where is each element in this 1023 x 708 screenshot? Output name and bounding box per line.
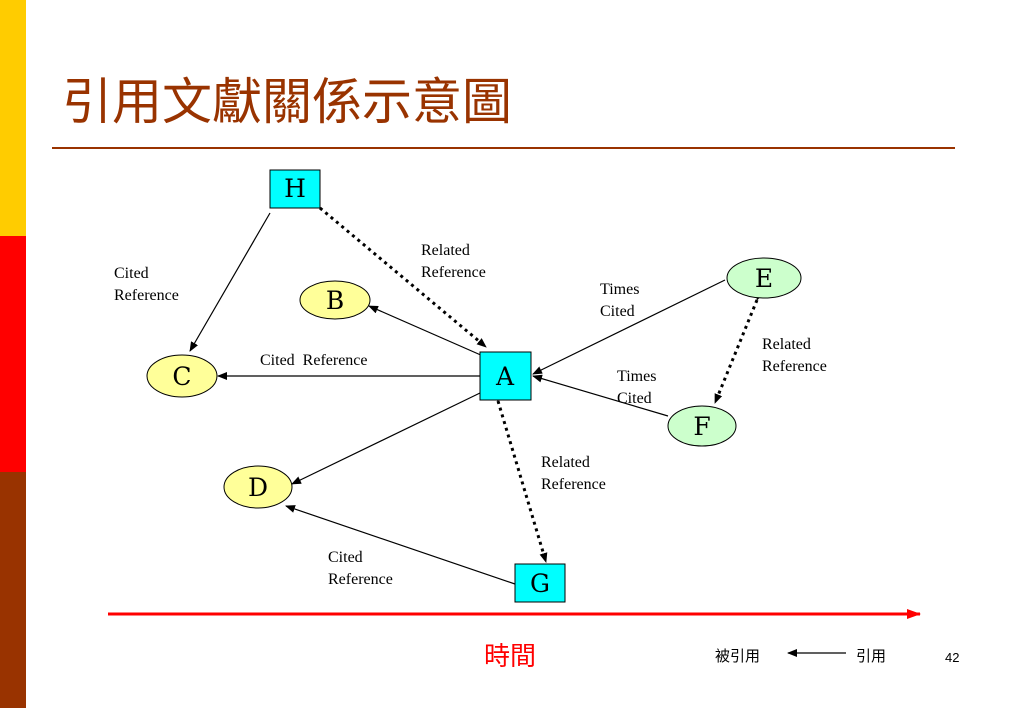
node-c-ellipse (146, 354, 218, 398)
label-e-f-line1: Related (762, 336, 811, 353)
node-d-ellipse (223, 465, 293, 509)
node-e-label: E (755, 264, 773, 293)
slide-title: 引用文獻關係示意圖 (62, 73, 512, 131)
edge-h-a-related (310, 199, 487, 349)
label-g-d-line1: Cited (328, 549, 363, 566)
edge-e-f-related (713, 290, 765, 404)
label-h-c-line2: Reference (114, 287, 179, 304)
label-a-g-line2: Reference (541, 476, 606, 493)
edge-a-g-related (491, 391, 548, 563)
label-e-a-line2: Cited (600, 303, 635, 320)
node-c-label: C (172, 362, 191, 391)
label-h-a-line1: Related (421, 242, 470, 259)
node-b-label: B (326, 286, 344, 315)
label-h-a-line2: Reference (421, 264, 486, 281)
node-b-ellipse (299, 280, 371, 320)
accent-bar-middle (0, 236, 26, 472)
label-g-d-line2: Reference (328, 571, 393, 588)
node-f-ellipse (667, 405, 737, 447)
node-f-label: F (693, 412, 710, 441)
label-f-a-line2: Cited (617, 390, 652, 407)
edge-e-a (532, 279, 726, 375)
node-d-label: D (248, 473, 268, 502)
label-e-f-line2: Reference (762, 358, 827, 375)
node-g-label: G (530, 569, 550, 598)
node-e-ellipse (726, 257, 802, 299)
node-a-box (479, 351, 532, 401)
legend-cited-by: 被引用 (715, 647, 761, 665)
node-h-box (269, 169, 321, 209)
page-number: 42 (945, 650, 960, 665)
title-divider (52, 147, 955, 149)
label-a-c: Cited Reference (260, 352, 368, 369)
edge-g-d (285, 505, 516, 585)
edge-h-c (189, 212, 271, 352)
node-g-box (514, 563, 566, 603)
edge-a-d (291, 392, 481, 485)
node-h-label: H (284, 174, 306, 203)
label-h-c-line1: Cited (114, 265, 149, 282)
accent-bar-bottom (0, 472, 26, 708)
label-a-g-line1: Related (541, 454, 590, 471)
timeline-label: 時間 (484, 642, 537, 672)
edge-f-a (532, 374, 669, 417)
label-e-a-line1: Times (600, 281, 639, 298)
legend-cites: 引用 (856, 647, 887, 665)
node-a-label: A (495, 362, 515, 391)
accent-bar-top (0, 0, 26, 236)
label-f-a-line1: Times (617, 368, 656, 385)
